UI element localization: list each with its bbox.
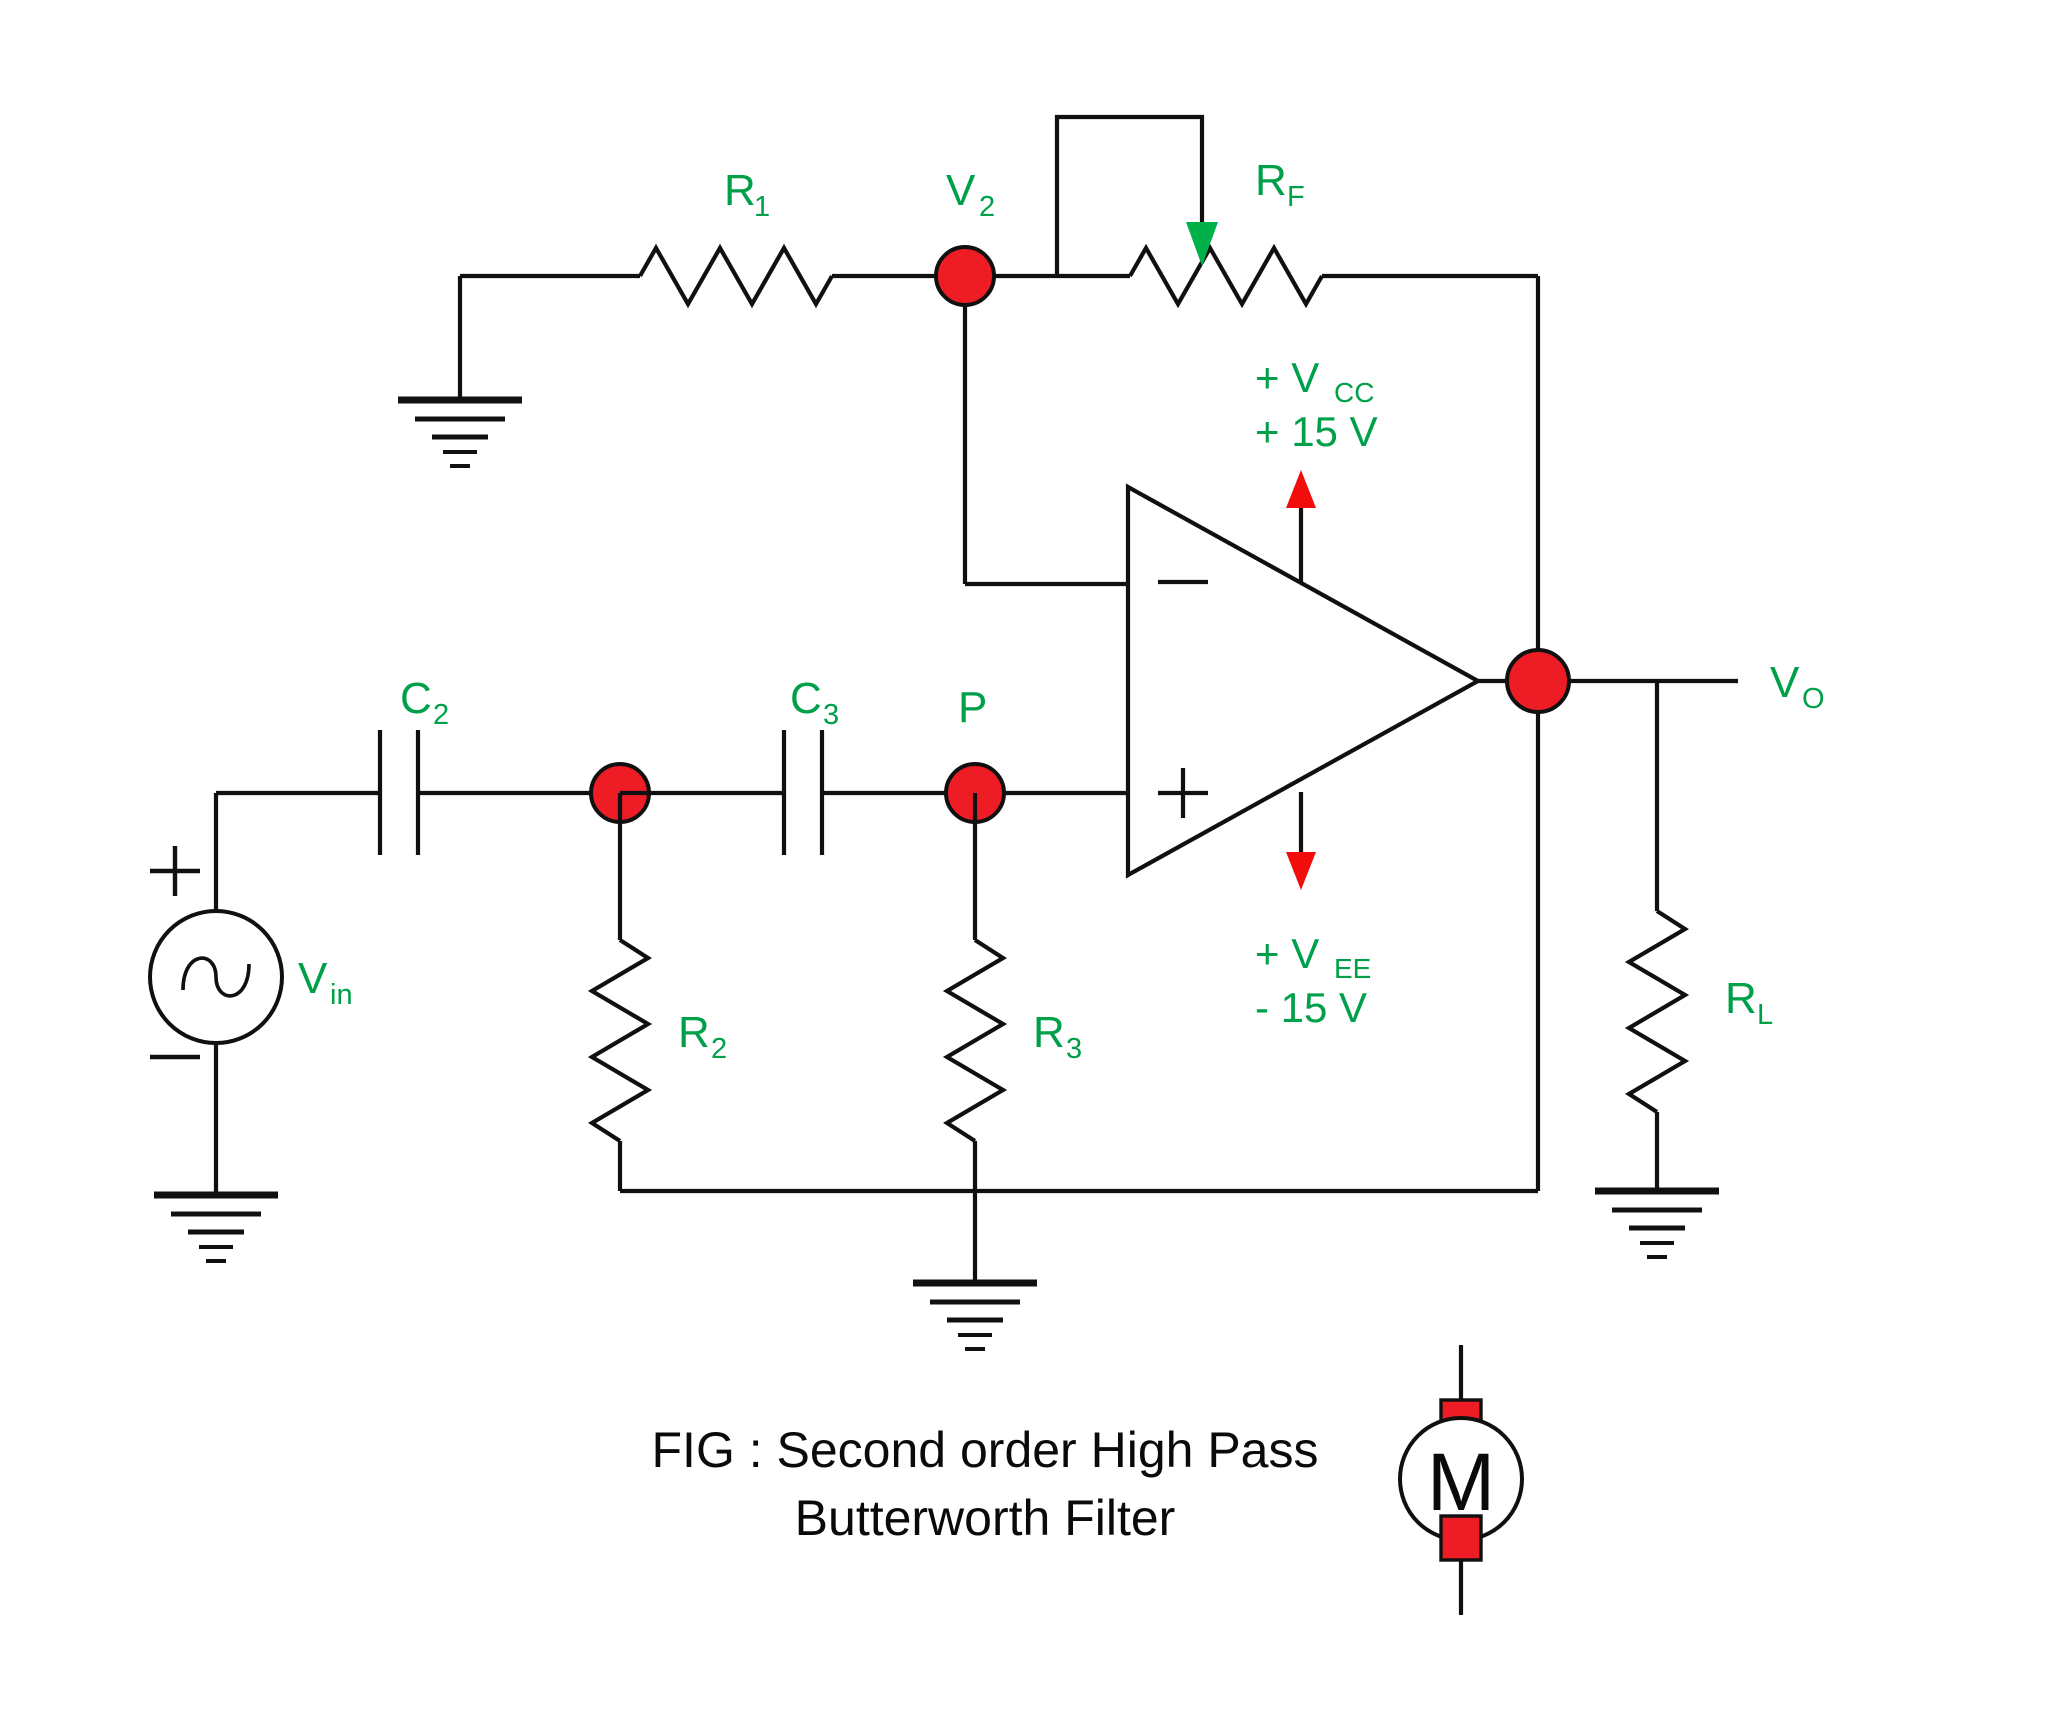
label-v2-main: V [946, 166, 976, 215]
op-amp [1125, 483, 1483, 879]
figure-caption-line-2: Butterworth Filter [795, 1490, 1176, 1546]
label-r2-sub: 2 [711, 1033, 727, 1065]
label-vcc: + V CC + 15 V [1255, 354, 1378, 455]
label-r3-sub: 3 [1066, 1033, 1082, 1065]
label-rf: R F [1255, 156, 1305, 213]
label-vee-sub: EE [1334, 953, 1371, 984]
resistor-r2 [587, 938, 653, 1143]
label-vee-line1: + V [1255, 930, 1319, 977]
noninverting-input-sign [1158, 768, 1208, 818]
label-r1-main: R [724, 166, 756, 215]
ground-symbol-rl [1595, 1187, 1719, 1259]
wiper-loop-rf [1054, 114, 1205, 276]
vee-arrow-icon [1286, 852, 1316, 890]
label-c3: C 3 [790, 674, 839, 731]
label-r3-main: R [1033, 1008, 1065, 1057]
capacitor-c2 [377, 730, 421, 855]
label-rl: R L [1725, 974, 1773, 1031]
label-vo-main: V [1770, 658, 1800, 707]
label-vcc-line2: + 15 V [1255, 408, 1378, 455]
label-rl-sub: L [1757, 999, 1773, 1031]
node-v2 [934, 245, 996, 307]
label-c3-main: C [790, 674, 822, 723]
resistor-r3 [942, 938, 1008, 1143]
label-vin-main: V [298, 954, 328, 1003]
ground-symbol-r3 [913, 1279, 1037, 1351]
label-rl-main: R [1725, 974, 1757, 1023]
capacitor-c3 [781, 730, 825, 855]
figure-caption-line-1: FIG : Second order High Pass [652, 1422, 1319, 1478]
wiper-arrow-icon [1186, 222, 1218, 266]
label-rf-sub: F [1287, 181, 1305, 213]
ac-source-vin [148, 909, 284, 1195]
label-vcc-line1: + V [1255, 354, 1319, 401]
potentiometer-rf [1128, 243, 1324, 309]
op-amp-triangle [1125, 483, 1483, 879]
motor-bottom-terminal [1439, 1514, 1483, 1562]
ground-symbol-r1 [398, 276, 522, 468]
label-r1: R 1 [724, 166, 770, 223]
motor-label: M [1427, 1437, 1495, 1528]
dc-motor-symbol: M [1398, 1345, 1524, 1615]
label-vo: V O [1770, 658, 1825, 715]
resistor-rl [1624, 909, 1690, 1114]
label-vo-sub: O [1802, 683, 1825, 715]
source-plus-sign [150, 846, 200, 896]
label-r2: R 2 [678, 1008, 727, 1065]
label-r2-main: R [678, 1008, 710, 1057]
label-c2-sub: 2 [433, 699, 449, 731]
ground-symbol-source [154, 1191, 278, 1263]
vcc-arrow-icon [1286, 470, 1316, 508]
label-p: P [958, 683, 987, 732]
label-c2: C 2 [400, 674, 449, 731]
label-vin: V in [298, 954, 353, 1011]
resistor-r1 [638, 243, 834, 309]
label-vin-sub: in [330, 979, 353, 1011]
label-r1-sub: 1 [754, 191, 770, 223]
label-c3-sub: 3 [823, 699, 839, 731]
node-output [1505, 648, 1571, 714]
label-v2-sub: 2 [979, 191, 995, 223]
label-v2: V 2 [946, 166, 995, 223]
label-vee-line2: - 15 V [1255, 984, 1367, 1031]
label-r3: R 3 [1033, 1008, 1082, 1065]
label-vee: + V EE - 15 V [1255, 930, 1371, 1031]
label-c2-main: C [400, 674, 432, 723]
label-vcc-sub: CC [1334, 377, 1374, 408]
label-rf-main: R [1255, 156, 1287, 205]
